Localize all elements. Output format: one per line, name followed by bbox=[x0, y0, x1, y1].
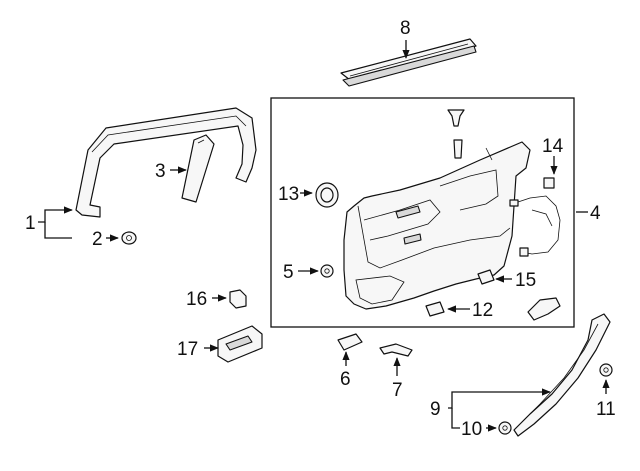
callout-12: 12 bbox=[472, 300, 493, 321]
callout-7: 7 bbox=[392, 380, 403, 401]
callout-17: 17 bbox=[177, 339, 198, 360]
callout-13: 13 bbox=[278, 184, 299, 205]
clip-part-2 bbox=[121, 231, 137, 245]
wire-harness-part bbox=[509, 177, 561, 257]
frame-garnish-part bbox=[75, 107, 257, 218]
garnish-part-3 bbox=[181, 134, 215, 203]
callout-5: 5 bbox=[283, 262, 294, 283]
trim-panel-box bbox=[270, 97, 575, 328]
door-trim-panel-part bbox=[343, 141, 531, 310]
belt-molding-part bbox=[340, 38, 477, 87]
switch-bezel-part bbox=[217, 325, 263, 363]
weatherstrip-part bbox=[513, 313, 611, 437]
speaker-grille-part bbox=[315, 182, 339, 208]
callout-16: 16 bbox=[186, 289, 207, 310]
clip-part-10 bbox=[498, 421, 512, 435]
clip-part-7 bbox=[379, 343, 413, 357]
callout-6: 6 bbox=[340, 369, 351, 390]
fastener-part bbox=[447, 109, 465, 159]
callout-11: 11 bbox=[596, 399, 616, 420]
callout-15: 15 bbox=[515, 270, 536, 291]
bracket-part-16 bbox=[229, 289, 247, 309]
clip-part-12 bbox=[425, 301, 445, 317]
callout-8: 8 bbox=[400, 18, 411, 39]
callout-3: 3 bbox=[155, 161, 166, 182]
handle-piece-part bbox=[527, 297, 561, 321]
callout-9: 9 bbox=[430, 399, 441, 420]
leader-lines bbox=[38, 40, 610, 432]
callout-1: 1 bbox=[25, 213, 36, 234]
callout-4: 4 bbox=[590, 203, 601, 224]
callout-2: 2 bbox=[92, 229, 103, 250]
clip-part-6 bbox=[337, 333, 363, 351]
callout-14: 14 bbox=[542, 136, 564, 157]
clip-part-11 bbox=[599, 363, 613, 377]
callout-10: 10 bbox=[461, 419, 482, 440]
clip-part-15 bbox=[477, 269, 495, 285]
clip-part-5 bbox=[320, 264, 334, 278]
